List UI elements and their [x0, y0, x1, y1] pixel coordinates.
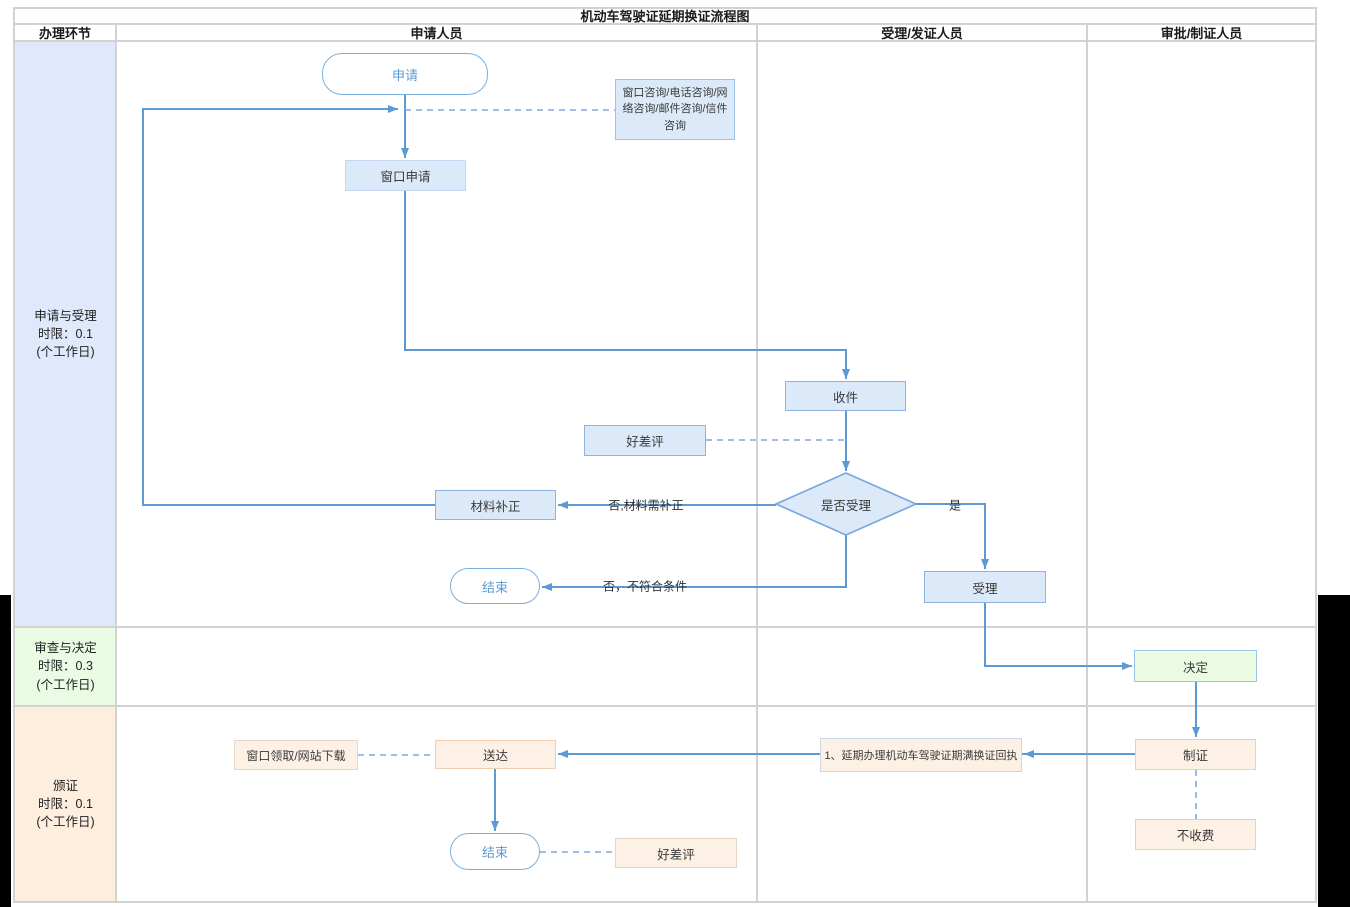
stage-name: 颁证 [52, 778, 78, 793]
node-decision-label: 是否受理 [820, 498, 871, 513]
node-review-note-top: 好差评 [584, 425, 706, 456]
stage-cell-bg-3 [15, 707, 116, 901]
black-bar-left [0, 595, 11, 907]
node-correction: 材料补正 [435, 490, 556, 520]
stage-cell-bg-2 [15, 628, 116, 705]
node-make-cert: 制证 [1135, 739, 1256, 770]
stage-cell-apply-accept: 申请与受理 时限：0.1 (个工作日) [15, 42, 116, 626]
stage-limit: 时限：0.1 [38, 796, 93, 811]
stage-name: 审查与决定 [34, 641, 97, 656]
stage-cell-review-decide: 审查与决定 时限：0.3 (个工作日) [15, 628, 116, 705]
stage-name: 申请与受理 [34, 308, 97, 323]
node-end-bottom: 结束 [450, 833, 540, 870]
node-deliver: 送达 [435, 740, 556, 769]
node-pickup: 窗口领取/网站下载 [234, 740, 358, 770]
stage-unit: (个工作日) [36, 677, 95, 692]
flow-title: 机动车驾驶证延期换证流程图 [580, 9, 750, 24]
col-header-stage: 办理环节 [38, 26, 91, 41]
edge-label-no-reject: 否，不符合条件 [602, 579, 688, 594]
node-apply-pill: 申请 [322, 53, 488, 95]
black-bar-right [1318, 595, 1350, 907]
node-accept: 受理 [924, 571, 1046, 603]
edge-label-no-correction: 否,材料需补正 [608, 498, 684, 513]
node-receipt-note: 1、延期办理机动车驾驶证期满换证回执 [820, 738, 1022, 772]
stage-limit: 时限：0.1 [38, 326, 93, 341]
stage-limit: 时限：0.3 [38, 659, 93, 674]
stage-unit: (个工作日) [36, 345, 95, 360]
stage-unit: (个工作日) [36, 815, 95, 830]
node-end-top: 结束 [450, 568, 540, 604]
node-no-fee: 不收费 [1135, 819, 1256, 850]
stage-cell-issue: 颁证 时限：0.1 (个工作日) [15, 707, 116, 901]
node-receive: 收件 [785, 381, 906, 411]
node-review-note-bottom: 好差评 [615, 838, 737, 868]
node-window-apply: 窗口申请 [345, 160, 466, 191]
connector-accept-to-decide [984, 603, 1132, 670]
edge-label-yes: 是 [948, 498, 962, 513]
col-header-acceptor: 受理/发证人员 [881, 26, 963, 41]
node-decide: 决定 [1134, 650, 1257, 682]
col-header-approver: 审批/制证人员 [1160, 26, 1243, 41]
connector-decision-to-end [542, 535, 847, 591]
connector-window-to-receive [404, 191, 850, 379]
stage-cell-bg-1 [15, 42, 116, 626]
node-consult-note: 窗口咨询/电话咨询/网络咨询/邮件咨询/信件咨询 [615, 79, 735, 140]
col-header-applicant: 申请人员 [410, 26, 463, 41]
connector-decision-to-accept [916, 503, 989, 569]
